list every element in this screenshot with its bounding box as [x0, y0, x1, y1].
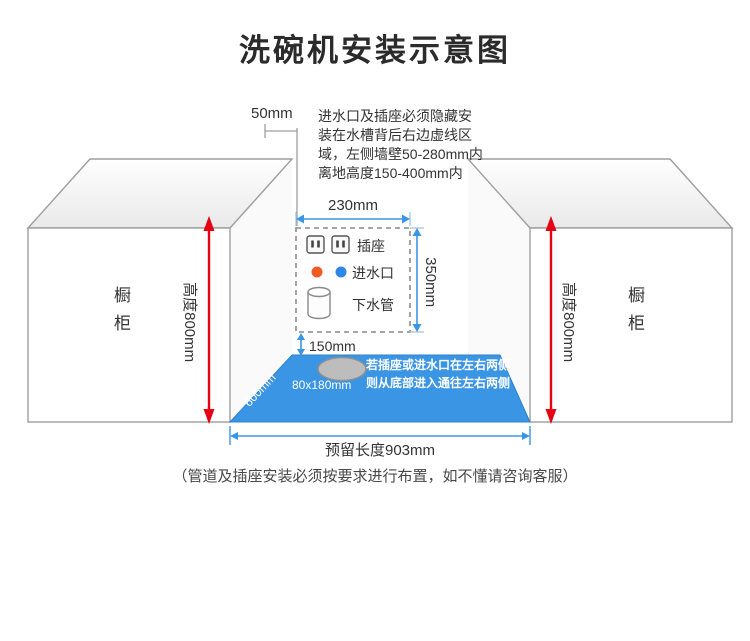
dim-350mm-label: 350mm	[422, 257, 440, 308]
dim-903mm-lines	[229, 426, 531, 445]
dim-350mm-lines	[410, 227, 424, 333]
page-title: 洗碗机安装示意图	[239, 33, 511, 68]
footer-note: （管道及插座安装必须按要求进行布置，如不懂请咨询客服）	[172, 468, 578, 485]
right-height-label: 高度800mm	[560, 282, 578, 363]
left-height-label: 高度800mm	[181, 282, 199, 363]
floor-access-note: 若插座或进水口在左右两侧 则从底部进入通往左右两侧	[366, 358, 511, 390]
water-inlet-label: 进水口	[352, 265, 394, 281]
dim-150mm-label: 150mm	[309, 338, 356, 354]
cylinder-pipe-icon	[307, 286, 331, 320]
cutout-size-label: 80x180mm	[292, 378, 352, 392]
left-cabinet-label: 橱柜	[110, 286, 130, 342]
right-height-arrow	[545, 216, 557, 424]
right-cabinet-label: 橱柜	[624, 286, 644, 342]
dim-50mm-label: 50mm	[251, 105, 293, 122]
left-height-arrow	[203, 216, 215, 424]
dim-50mm-lines	[264, 124, 298, 226]
right-cabinet-front-face	[529, 227, 733, 423]
orange-dot-icon	[311, 266, 323, 278]
floor-cutout-hole	[317, 356, 367, 382]
reserved-length-label: 预留长度903mm	[324, 442, 436, 459]
drain-pipe-label: 下水管	[352, 297, 394, 313]
dim-150mm-lines	[297, 333, 305, 356]
install-zone-note: 进水口及插座必须隐藏安 装在水槽背后右边虚线区 域，左侧墙壁50-280mm内 …	[318, 108, 483, 181]
dim-230mm-lines	[295, 212, 411, 226]
niche-floor	[228, 354, 531, 423]
dim-230mm-label: 230mm	[327, 197, 379, 214]
niche-left-wall	[230, 159, 292, 422]
hidden-install-zone-dashed-box	[295, 227, 411, 333]
left-cabinet-front-face	[27, 227, 231, 423]
power-outlet-icon	[331, 235, 350, 254]
power-outlet-icon	[306, 235, 325, 254]
blue-dot-icon	[335, 266, 347, 278]
socket-label: 插座	[357, 238, 385, 254]
